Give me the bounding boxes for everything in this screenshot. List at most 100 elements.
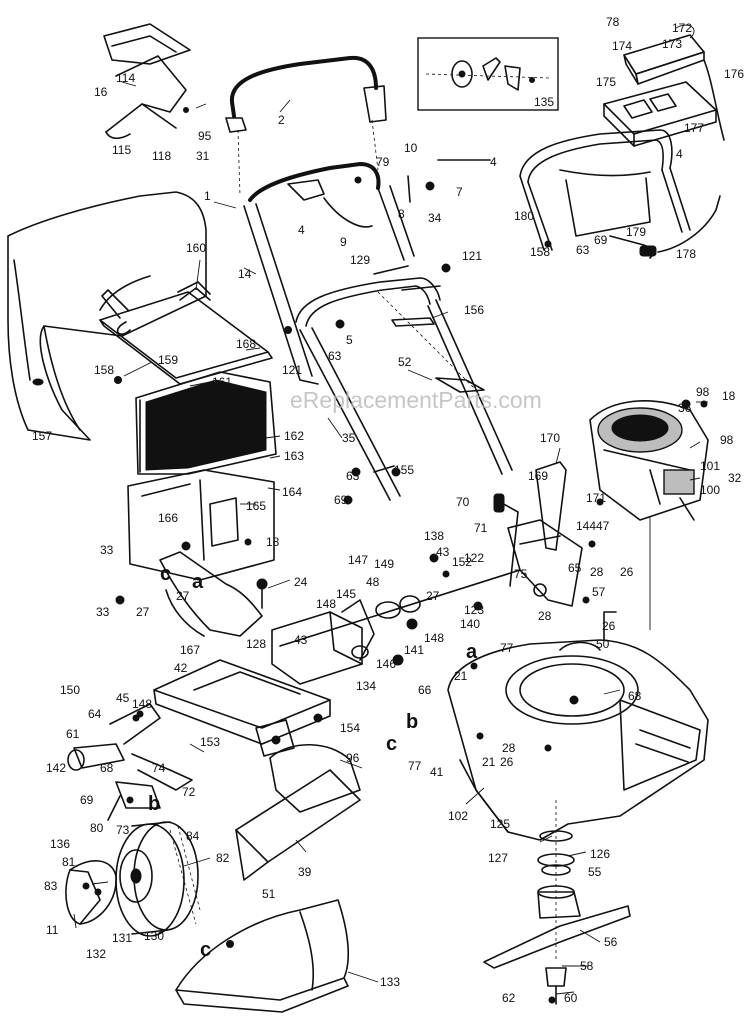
part-number: 170 [540, 431, 560, 445]
part-number: 133 [380, 975, 400, 989]
handle-grip [229, 55, 378, 118]
part-number: 145 [336, 587, 356, 601]
watermark: eReplacementParts.com [290, 387, 542, 413]
inset-label-group: 135 [534, 95, 554, 109]
part-number: 172 [672, 21, 692, 35]
part-number: 50 [596, 637, 610, 651]
part-number: 177 [684, 121, 704, 135]
part-number: 174 [612, 39, 632, 53]
part-number: 148 [424, 631, 444, 645]
part-number: 169 [528, 469, 548, 483]
inset-label: 135 [534, 95, 554, 109]
part-number: 28 [502, 741, 516, 755]
part-number: 167 [180, 643, 200, 657]
part-number: 144 [576, 519, 596, 533]
part-number: 65 [568, 561, 582, 575]
bag-frame [99, 287, 277, 475]
part-number: 55 [588, 865, 602, 879]
part-number: 27 [136, 605, 150, 619]
part-number: 175 [596, 75, 616, 89]
part-number: 80 [90, 821, 104, 835]
part-number: 18 [722, 389, 736, 403]
part-number: 83 [44, 879, 58, 893]
part-number: 155 [394, 463, 414, 477]
rear-axle-housing [271, 569, 521, 685]
part-number: 158 [530, 245, 550, 259]
engine [589, 400, 709, 521]
part-number-labels: 172 78 173 174 176 175 177 4 180 179 158… [32, 15, 744, 1005]
part-number: 115 [112, 143, 131, 157]
part-number: 171 [586, 491, 606, 505]
part-number: 42 [174, 661, 188, 675]
part-number: 41 [430, 765, 444, 779]
part-number: 48 [366, 575, 380, 589]
part-number: 149 [374, 557, 394, 571]
upper-handle-frame [243, 161, 415, 385]
part-number: 4 [298, 223, 305, 237]
parts-drawing [7, 23, 725, 1013]
part-number: 114 [116, 71, 135, 85]
part-number: 63 [576, 243, 590, 257]
part-number: 34 [428, 211, 442, 225]
part-number: 164 [282, 485, 302, 499]
part-number: 35 [342, 431, 356, 445]
part-number: 21 [482, 755, 496, 769]
rear-shield-frame [127, 469, 275, 581]
part-number: 43 [436, 545, 450, 559]
part-number: 150 [60, 683, 80, 697]
part-number: 73 [116, 823, 130, 837]
part-number: 132 [86, 947, 106, 961]
part-number: 51 [262, 887, 276, 901]
ref-letter: a [466, 641, 478, 663]
part-number: 148 [132, 697, 152, 711]
part-number: 9 [340, 235, 347, 249]
part-number: 156 [464, 303, 484, 317]
part-number: 98 [720, 433, 734, 447]
part-number: 56 [604, 935, 618, 949]
part-number: 5 [346, 333, 353, 347]
part-number: 178 [676, 247, 696, 261]
rear-flap [159, 551, 263, 637]
part-number: 128 [246, 637, 266, 651]
part-number: 63 [346, 469, 360, 483]
part-number: 10 [404, 141, 418, 155]
part-number: 26 [500, 755, 514, 769]
part-number: 69 [80, 793, 94, 807]
part-number: 100 [700, 483, 720, 497]
part-number: 136 [50, 837, 70, 851]
wheel-height-lever [67, 703, 193, 821]
part-number: 78 [606, 15, 620, 29]
part-number: 121 [462, 249, 482, 263]
part-number: 168 [236, 337, 256, 351]
part-number: 52 [398, 355, 412, 369]
part-number: 27 [176, 589, 190, 603]
part-number: 8 [398, 207, 405, 221]
part-number: 125 [490, 817, 510, 831]
part-number: 11 [46, 923, 59, 937]
part-number: 81 [62, 855, 76, 869]
part-number: 32 [728, 471, 742, 485]
part-number: 129 [350, 253, 370, 267]
part-number: 79 [376, 155, 390, 169]
inset-switch-parts [425, 57, 551, 91]
part-number: 39 [298, 865, 312, 879]
part-number: 134 [356, 679, 376, 693]
part-number: 69 [334, 493, 348, 507]
part-number: 173 [662, 37, 682, 51]
part-number: 140 [460, 617, 480, 631]
part-number: 98 [696, 385, 710, 399]
ref-letter: b [406, 711, 418, 733]
part-number: 28 [590, 565, 604, 579]
part-number: 36 [678, 401, 692, 415]
part-number: 57 [592, 585, 606, 599]
part-number: 14 [238, 267, 252, 281]
reference-letters: c a c b a b c [148, 563, 478, 961]
part-number: 162 [284, 429, 304, 443]
part-number: 2 [278, 113, 285, 127]
part-number: 152 [452, 555, 472, 569]
part-number: 69 [594, 233, 608, 247]
mower-deck [447, 639, 709, 841]
inset-box [417, 37, 559, 111]
fasteners [82, 159, 708, 1004]
part-number: 68 [100, 761, 114, 775]
